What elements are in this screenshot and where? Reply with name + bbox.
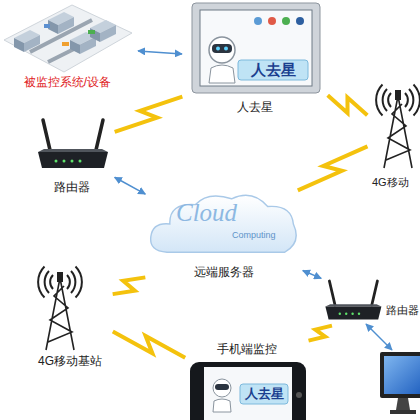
link-arrow (303, 271, 321, 279)
computer-illustration (380, 352, 420, 414)
screen-text: 人去星 (240, 384, 288, 404)
hmi-panel (209, 37, 235, 63)
router-illustration (63, 160, 66, 163)
router-node: 路由器 (32, 112, 112, 196)
computer-illustration (380, 352, 420, 398)
phone-illustration (213, 379, 231, 397)
phone-illustration (240, 384, 288, 404)
factory-illustration (62, 42, 69, 46)
phone-illustration (190, 362, 306, 420)
phone-illustration (215, 384, 229, 390)
hmi-panel (238, 60, 308, 80)
hmi-panel (200, 10, 312, 86)
router-illustration (43, 120, 50, 150)
router-illustration (38, 152, 108, 168)
hmi-panel (224, 47, 228, 51)
factory-illustration (44, 24, 50, 28)
device-label: 手机端监控 (188, 342, 306, 356)
device-label: 路由器 (32, 180, 112, 194)
router-illustration (38, 149, 108, 152)
hmi-device: 人去星人去星 (185, 0, 325, 118)
mobile-station: 4G移动 (370, 68, 420, 190)
hmi-panel (296, 17, 304, 25)
hmi-panel (192, 3, 320, 93)
phone-illustration (296, 392, 302, 398)
wireless-bolt (113, 331, 185, 357)
wireless-bolt (113, 277, 146, 294)
factory-illustration (88, 30, 95, 34)
link-arrow (366, 324, 392, 350)
factory-illustration (4, 5, 132, 72)
link-arrow (115, 177, 146, 194)
router-illustration (71, 160, 74, 163)
wireless-bolt (328, 95, 368, 115)
hmi-panel (212, 44, 232, 53)
device-label: 4G移动 (372, 176, 420, 189)
device-label: 人去星 (185, 100, 325, 114)
hmi-panel (268, 17, 276, 25)
wireless-bolt (115, 97, 183, 132)
mobile-tower (38, 267, 82, 351)
phone-illustration (190, 362, 306, 420)
router-illustration (79, 160, 82, 163)
device-label: 路由器 (386, 304, 420, 317)
factory-illustration (48, 12, 74, 34)
mobile-tower (376, 85, 420, 116)
wireless-bolt (298, 146, 368, 190)
router-illustration (325, 281, 381, 319)
wireless-bolt (309, 326, 332, 341)
monitored-system: 被监控系统/设备 (0, 0, 135, 92)
router-illustration (38, 120, 108, 168)
device-label: 被监控系统/设备 (0, 75, 135, 89)
cloud-word: Cloud (176, 198, 266, 228)
hmi-panel (282, 17, 290, 25)
computer-illustration (390, 410, 416, 414)
cloud-server: CloudComputing 远端服务器 (148, 192, 300, 282)
computer-illustration (384, 356, 420, 394)
phone-illustration (204, 367, 292, 420)
device-label: 4G移动基站 (30, 354, 110, 368)
link-arrow (366, 324, 392, 350)
hmi-panel (216, 47, 220, 51)
link-arrow (138, 51, 182, 54)
mobile-tower (384, 96, 412, 168)
mobile-tower (376, 85, 420, 169)
phone-illustration (213, 399, 231, 412)
router-illustration (96, 120, 103, 150)
mobile-station: 4G移动基站 (30, 262, 110, 370)
computer-illustration (396, 398, 410, 410)
cloud-shape (151, 195, 297, 252)
hmi-panel (254, 17, 262, 25)
cloud-subword: Computing (232, 230, 292, 241)
hmi-panel (192, 3, 320, 93)
factory-illustration (14, 30, 40, 52)
router-node: 路由器 (324, 276, 420, 324)
screen-text: 人去星 (238, 60, 308, 80)
router-illustration (55, 160, 58, 163)
device-label: 远端服务器 (148, 265, 300, 279)
factory-illustration (4, 5, 132, 72)
hmi-panel (209, 65, 235, 83)
phone-monitor: 手机端监控人去星 (188, 340, 306, 420)
